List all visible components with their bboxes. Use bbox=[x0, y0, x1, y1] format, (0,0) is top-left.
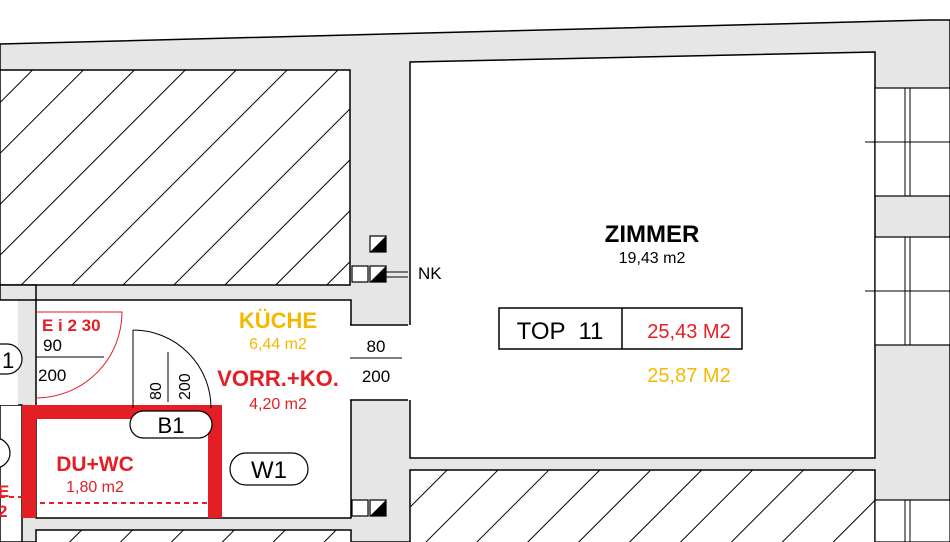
window-right-middle bbox=[865, 236, 950, 346]
duwc-label: DU+WC bbox=[56, 453, 134, 476]
hatched-area-upper-left bbox=[0, 69, 351, 286]
window-right-lower bbox=[874, 499, 950, 542]
top-box bbox=[498, 307, 743, 350]
left-red-e: E bbox=[0, 482, 9, 501]
b1-door-width: 80 bbox=[148, 382, 165, 400]
kueche-label: KÜCHE bbox=[239, 308, 317, 333]
kitchen-opening-width: 80 bbox=[367, 337, 386, 356]
left-small-bubble bbox=[0, 438, 11, 468]
hatched-area-lower-left bbox=[35, 529, 352, 542]
top-area-yellow: 25,87 M2 bbox=[647, 365, 730, 387]
window-right-upper bbox=[865, 87, 950, 197]
kitchen-opening-height: 200 bbox=[362, 367, 390, 386]
b1-door-swing bbox=[132, 329, 212, 409]
hatched-area-lower-right bbox=[409, 469, 876, 542]
entrance-door-height: 200 bbox=[38, 366, 66, 385]
duwc-area: 1,80 m2 bbox=[66, 479, 124, 496]
vorr-area: 4,20 m2 bbox=[249, 396, 307, 413]
entrance-door-width: 90 bbox=[43, 336, 62, 355]
zimmer-area: 19,43 m2 bbox=[619, 250, 686, 267]
entrance-door-code: E i 2 30 bbox=[42, 316, 101, 335]
bathroom-walls bbox=[0, 405, 222, 518]
left-tag-bubble bbox=[0, 343, 23, 375]
top-area-red: 25,43 M2 bbox=[647, 321, 730, 343]
nk-label: NK bbox=[418, 264, 442, 283]
entrance-door-swing bbox=[35, 311, 123, 399]
wall-notch bbox=[0, 284, 37, 301]
w1-tag: W1 bbox=[251, 457, 287, 484]
zimmer-label: ZIMMER bbox=[605, 221, 700, 248]
left-red-2: 2 bbox=[0, 502, 7, 521]
b1-tag: B1 bbox=[158, 413, 185, 438]
b1-door-height: 200 bbox=[177, 373, 194, 400]
vorr-label: VORR.+KO. bbox=[217, 366, 339, 391]
shaft-symbols bbox=[351, 235, 408, 517]
left-partial-tag: 1 bbox=[2, 348, 14, 373]
door-openings bbox=[348, 324, 412, 401]
b1-bubble bbox=[129, 410, 213, 439]
kueche-area: 6,44 m2 bbox=[249, 336, 307, 353]
top-label: TOP 11 bbox=[517, 318, 604, 345]
left-partition-hatch bbox=[0, 404, 23, 542]
w1-bubble bbox=[229, 452, 309, 486]
